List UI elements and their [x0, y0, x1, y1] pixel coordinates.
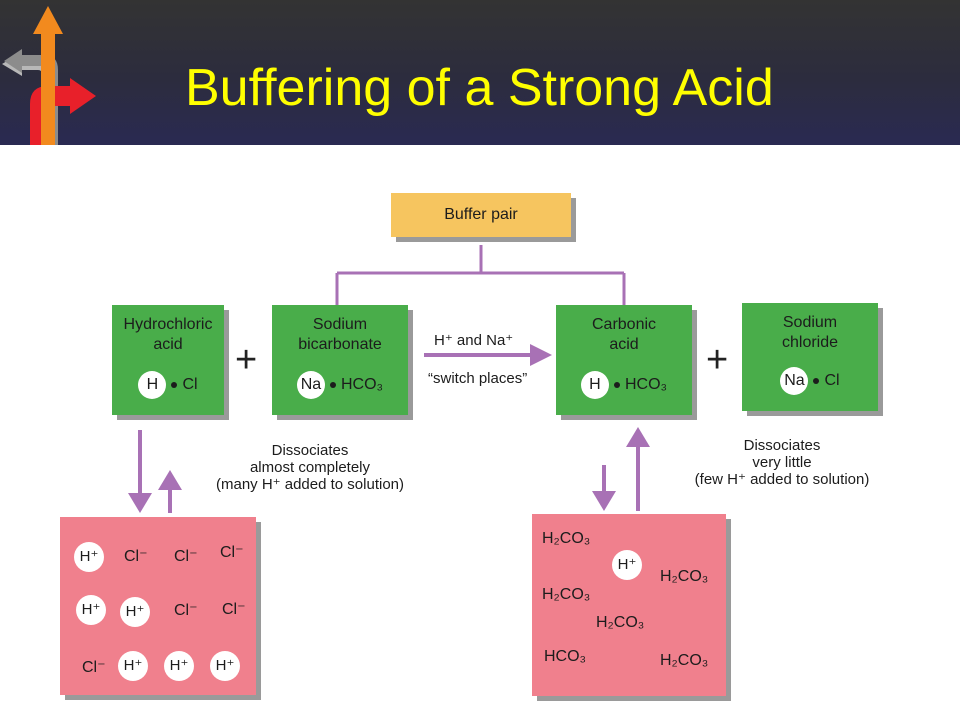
buffer-diagram: Buffer pair Hydrochloric acid H Cl + Sodiu… [0, 145, 960, 720]
hydrochloric-acid-box: Hydrochloric acid H Cl [112, 305, 224, 415]
nacl-label-2: chloride [781, 334, 839, 351]
buffer-pair-bracket [335, 245, 626, 305]
bond-dot [813, 378, 820, 384]
hcl-label-2: acid [153, 336, 183, 353]
left-note-line-2: almost completely [249, 459, 371, 476]
hcl-cl: Cl [182, 376, 198, 393]
right-dissociation-arrows [592, 427, 650, 511]
h-plus-ion: H⁺ [612, 550, 642, 580]
sodium-bicarbonate-box: Sodium bicarbonate Na HCO₃ [272, 305, 408, 415]
h2co3-molecule: H₂CO₃ [660, 652, 709, 669]
left-solution-box: H⁺ Cl⁻ Cl⁻ Cl⁻ H⁺ H⁺ Cl⁻ Cl⁻ Cl⁻ H⁺ H⁺ H… [60, 517, 256, 695]
nahco3-hco3: HCO₃ [340, 376, 384, 393]
slide-header: Buffering of a Strong Acid [0, 0, 960, 145]
h2co3-molecule: H₂CO₃ [542, 586, 591, 603]
bond-dot [613, 382, 620, 388]
switch-arrow [424, 344, 552, 366]
h-plus-ion: H⁺ [118, 651, 148, 681]
nacl-na-ion: Na [780, 367, 809, 395]
hcl-label-1: Hydrochloric [123, 316, 213, 333]
h-plus-ion: H⁺ [210, 651, 240, 681]
page-title: Buffering of a Strong Acid [185, 59, 774, 117]
carbonic-h-ion: H [580, 371, 609, 399]
diagram-connectors [128, 245, 650, 513]
right-solution-box: H₂CO₃ H⁺ H₂CO₃ H₂CO₃ H₂CO₃ HCO₃ H₂CO₃ [532, 514, 726, 696]
switch-label-1: H⁺ and Na⁺ [434, 332, 514, 349]
arrows-logo-icon [2, 6, 96, 145]
cl-minus-ion: Cl⁻ [174, 602, 198, 619]
h-plus-ion: H⁺ [76, 595, 106, 625]
h2co3-molecule: H₂CO₃ [660, 568, 709, 585]
buffer-pair-label: Buffer pair [444, 206, 518, 223]
left-note-line-1: Dissociates [271, 442, 349, 459]
hco3-ion: HCO₃ [544, 648, 587, 665]
plus-sign-left: + [235, 339, 258, 381]
h2co3-label-2: acid [609, 336, 639, 353]
cl-minus-ion: Cl⁻ [82, 659, 106, 676]
cl-minus-ion: Cl⁻ [220, 544, 244, 561]
nacl-label-1: Sodium [782, 314, 838, 331]
carbonic-hco3: HCO₃ [624, 376, 668, 393]
nahco3-na-ion: Na [296, 371, 325, 399]
h-plus-ion: H⁺ [74, 542, 104, 572]
carbonic-acid-box: Carbonic acid H HCO₃ [556, 305, 692, 415]
h2co3-molecule: H₂CO₃ [542, 530, 591, 547]
right-note-line-1: Dissociates [743, 437, 821, 454]
nacl-cl: Cl [824, 372, 840, 389]
nahco3-label-2: bicarbonate [298, 336, 382, 353]
h-plus-ion: H⁺ [164, 651, 194, 681]
h2co3-label-1: Carbonic [591, 316, 657, 333]
right-note-line-2: very little [752, 454, 812, 471]
left-note-line-3: (many H⁺ added to solution) [215, 476, 404, 493]
bond-dot [171, 382, 178, 388]
buffer-pair-box: Buffer pair [391, 193, 571, 237]
cl-minus-ion: Cl⁻ [174, 548, 198, 565]
right-dissociation-note: Dissociates very little (few H⁺ added to… [662, 437, 902, 488]
left-dissociation-note: Dissociates almost completely (many H⁺ a… [190, 442, 430, 493]
h2co3-molecule: H₂CO₃ [596, 614, 645, 631]
nahco3-label-1: Sodium [312, 316, 368, 333]
sodium-chloride-box: Sodium chloride Na Cl [742, 303, 878, 411]
hcl-h-ion: H [138, 371, 167, 399]
switch-label-2: “switch places” [428, 370, 528, 387]
h-plus-ion: H⁺ [120, 597, 150, 627]
plus-sign-right: + [706, 339, 729, 381]
bond-dot [329, 382, 336, 388]
right-note-line-3: (few H⁺ added to solution) [694, 471, 870, 488]
cl-minus-ion: Cl⁻ [124, 548, 148, 565]
cl-minus-ion: Cl⁻ [222, 601, 246, 618]
left-dissociation-arrows [128, 430, 182, 513]
